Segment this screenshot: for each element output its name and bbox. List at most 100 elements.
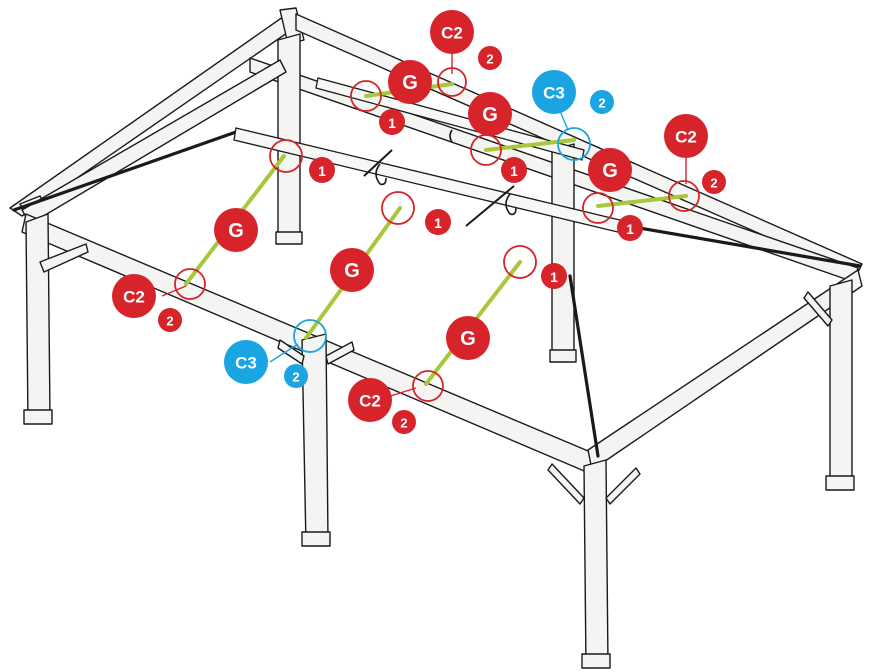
leader-c3-front — [269, 343, 299, 363]
knee-braces — [39, 243, 833, 505]
badge-2-c2-right-disc — [702, 170, 726, 194]
brace-mid-left-b — [325, 341, 355, 365]
badge-c2-top-disc — [430, 10, 474, 54]
brace-corner-b — [605, 467, 641, 505]
front-left-post — [25, 213, 51, 425]
badge-1-left-label: 1 — [318, 163, 326, 179]
badge-1-back-2-label: 1 — [510, 163, 518, 179]
front-right-beam — [587, 269, 863, 471]
badge-1-left-disc — [309, 157, 335, 183]
ring-c3-front — [293, 319, 327, 353]
badge-c2-left-label: C2 — [123, 288, 145, 307]
badge-g-mid-label: G — [344, 260, 360, 282]
badge-g-mid: G — [330, 248, 374, 292]
left-mid-post-foot — [301, 531, 331, 547]
back-posts — [275, 33, 577, 363]
badge-g-back-1: G — [388, 60, 432, 104]
badge-c3-back-disc — [532, 70, 576, 114]
badge-g-back-1-disc — [388, 60, 432, 104]
back-right-post-foot — [549, 349, 577, 363]
inner-strut-1 — [363, 149, 393, 177]
badge-g-left-label: G — [228, 220, 244, 242]
back-left-post-foot — [275, 231, 303, 245]
front-corner-post-foot — [581, 653, 611, 669]
badge-g-back-1-label: G — [402, 72, 418, 94]
badge-2-c2-front-disc — [392, 410, 416, 434]
badge-2-c2-top-label: 2 — [486, 52, 493, 67]
badge-1-mid-label: 1 — [434, 215, 442, 231]
brace-corner-a — [547, 463, 585, 505]
brace-front-left — [39, 243, 89, 273]
badge-c2-front: C2 — [348, 378, 392, 422]
ring-1-back-3 — [582, 192, 614, 224]
inner-strut-2 — [465, 185, 515, 227]
left-mid-post — [301, 333, 329, 547]
hanging-hook-2 — [505, 193, 517, 216]
badge-1-mid: 1 — [425, 209, 451, 235]
ring-c2-right — [668, 180, 700, 212]
badge-2-c3-back-label: 2 — [598, 96, 605, 111]
badge-c2-right: C2 — [664, 114, 708, 158]
badge-2-c3-front-label: 2 — [292, 370, 299, 385]
hip-cable-right — [626, 224, 862, 268]
badge-c3-back: C3 — [532, 70, 576, 114]
hanging-hook-3 — [449, 129, 453, 143]
badge-g-back-3-disc — [588, 148, 632, 192]
ring-1-right — [503, 245, 537, 279]
badge-c3-back-label: C3 — [543, 84, 565, 103]
badge-c3-front: C3 — [224, 340, 268, 384]
ring-1-back — [350, 80, 382, 112]
badge-g-right-disc — [446, 316, 490, 360]
badge-1-back-label: 1 — [388, 115, 396, 131]
ring-1-left — [269, 139, 303, 173]
badge-1-back-2-disc — [501, 157, 527, 183]
badge-c2-left-disc — [112, 274, 156, 318]
badge-1-back-disc — [379, 109, 405, 135]
front-posts — [23, 213, 855, 669]
badge-g-back-2-disc — [468, 92, 512, 136]
hanging-hook-1 — [375, 163, 387, 186]
badge-c2-front-disc — [348, 378, 392, 422]
badge-c2-front-label: C2 — [359, 392, 381, 411]
badge-g-right-label: G — [460, 328, 476, 350]
brace-right-a — [803, 291, 833, 327]
ring-c2-left — [174, 268, 206, 300]
badge-g-right: G — [446, 316, 490, 360]
badge-1-mid-disc — [425, 209, 451, 235]
badge-g-left-disc — [214, 208, 258, 252]
badge-1-back: 1 — [379, 109, 405, 135]
badge-g-left: G — [214, 208, 258, 252]
badge-2-c3-back-disc — [590, 90, 614, 114]
badge-2-c2-front: 2 — [392, 410, 416, 434]
badge-1-back-2: 1 — [501, 157, 527, 183]
badge-g-back-3-label: G — [602, 160, 618, 182]
badge-1-back-3-disc — [617, 215, 643, 241]
badge-c2-left: C2 — [112, 274, 156, 318]
badge-1-back-3: 1 — [617, 215, 643, 241]
badge-2-c2-right: 2 — [702, 170, 726, 194]
badge-2-c2-front-label: 2 — [400, 416, 407, 431]
hip-cable-left — [12, 130, 238, 212]
badge-c3-front-label: C3 — [235, 354, 257, 373]
badge-g-back-2: G — [468, 92, 512, 136]
badge-2-c2-top: 2 — [478, 46, 502, 70]
badge-g-back-3: G — [588, 148, 632, 192]
front-right-post-foot — [825, 475, 855, 491]
badge-2-c2-left-disc — [158, 308, 182, 332]
rafter-back-left — [9, 11, 301, 217]
badge-1-right: 1 — [541, 263, 567, 289]
back-right-post — [551, 143, 575, 363]
badge-2-c2-left: 2 — [158, 308, 182, 332]
badge-c2-right-disc — [664, 114, 708, 158]
badge-2-c3-back: 2 — [590, 90, 614, 114]
badge-1-right-disc — [541, 263, 567, 289]
front-right-post — [829, 279, 853, 491]
hip-cable-front — [568, 274, 600, 458]
front-corner-post — [583, 459, 609, 669]
badge-c2-right-label: C2 — [675, 128, 697, 147]
ring-1-mid — [381, 191, 415, 225]
badge-g-mid-disc — [330, 248, 374, 292]
leader-c2-left — [161, 285, 187, 297]
